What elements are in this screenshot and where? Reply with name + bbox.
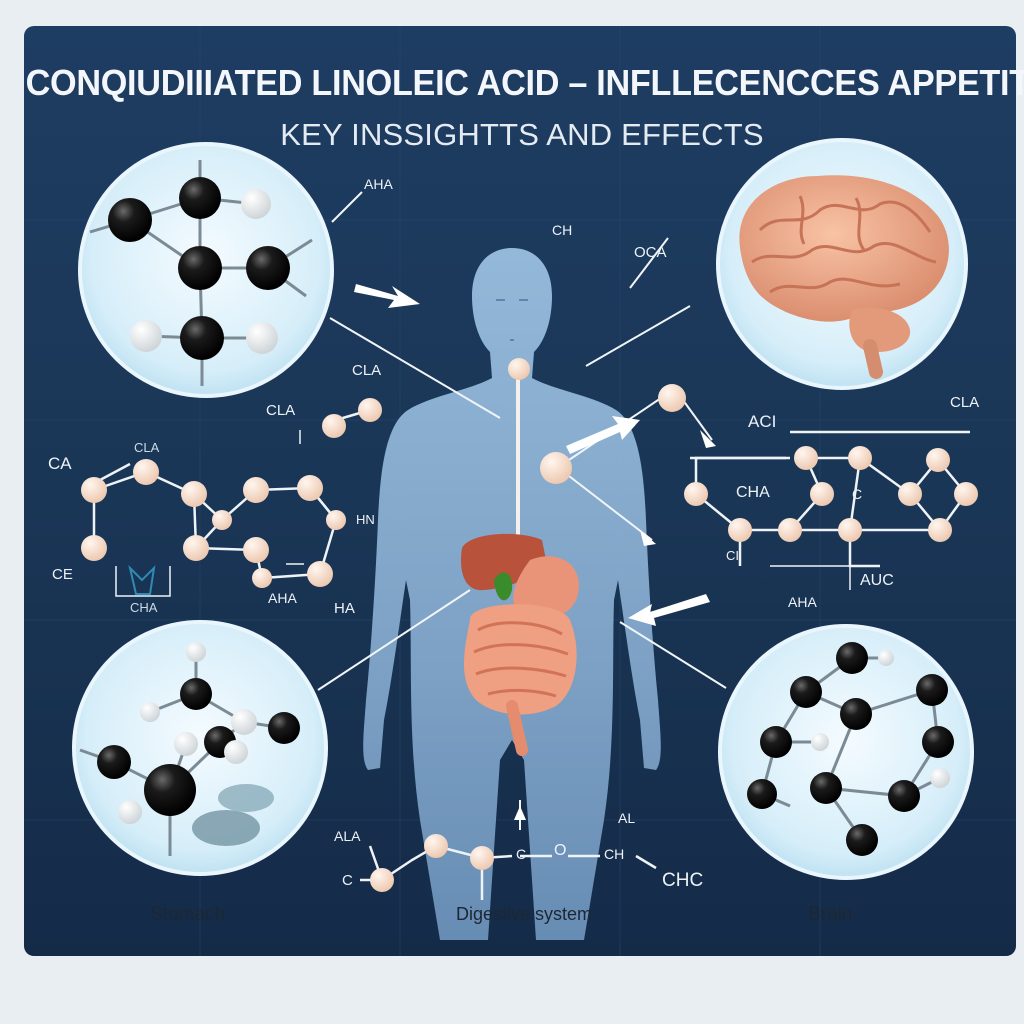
- molecule-circle-top-left: [78, 142, 334, 398]
- caption-brain: Brain: [808, 904, 853, 925]
- floating-atom: [658, 384, 686, 412]
- label-aha-left: AHA: [268, 590, 297, 606]
- label-al: AL: [618, 810, 636, 826]
- gallbladder: [494, 572, 513, 601]
- label-cha-right: CHA: [736, 484, 770, 501]
- label-auc: AUC: [860, 572, 894, 589]
- stomach-organ: [513, 556, 579, 619]
- label-aci: ACI: [748, 412, 777, 431]
- page-title: CONQIUDIIIATED LINOLEIC ACID – INFLLECEN…: [25, 62, 1024, 103]
- label-cla-left: CLA: [266, 402, 296, 419]
- chain-molecule-right: [684, 430, 978, 568]
- molecule-circle-bottom-right: [718, 624, 974, 880]
- label-oca: OCA: [634, 244, 667, 261]
- label-c-right: C: [852, 486, 863, 502]
- human-body: [363, 248, 661, 940]
- label-chc: CHC: [662, 870, 704, 891]
- pointer-lines: [317, 191, 727, 830]
- mouth-atom: [508, 358, 530, 380]
- label-ha: HA: [334, 600, 355, 617]
- label-ce: CE: [52, 566, 73, 583]
- caption-stomach: Stomach: [150, 904, 225, 925]
- stomach-circle: [72, 620, 328, 876]
- label-ch-top: CH: [552, 222, 573, 238]
- label-cla-small: CLA: [134, 440, 160, 455]
- organs: [460, 533, 579, 756]
- arrows: [354, 284, 716, 820]
- label-cla-center: CLA: [352, 362, 382, 379]
- label-ch-bottom: CH: [604, 846, 625, 862]
- label-aha-right: AHA: [788, 594, 817, 610]
- label-cla-right: CLA: [950, 394, 980, 411]
- label-aha-top: AHA: [364, 176, 393, 192]
- label-c-bottom2: C: [516, 846, 527, 862]
- small-brackets: [115, 430, 860, 597]
- chain-molecule-left: [81, 398, 382, 595]
- label-ci: CI: [726, 548, 739, 563]
- label-ala: ALA: [334, 828, 361, 844]
- label-cha-small: CHA: [130, 600, 158, 615]
- floating-atom: [540, 452, 572, 484]
- page-subtitle: KEY INSSIGHTTS AND EFFECTS: [280, 117, 764, 152]
- label-ca: CA: [48, 454, 72, 473]
- caption-digestive-system: Digestive system: [456, 904, 593, 924]
- label-hn: HN: [356, 512, 375, 527]
- intestines: [464, 604, 577, 715]
- chain-molecule-bottom: [360, 834, 657, 900]
- label-c-bottom: C: [342, 872, 353, 889]
- brain-circle: [716, 138, 968, 390]
- label-o-bottom: O: [554, 842, 567, 859]
